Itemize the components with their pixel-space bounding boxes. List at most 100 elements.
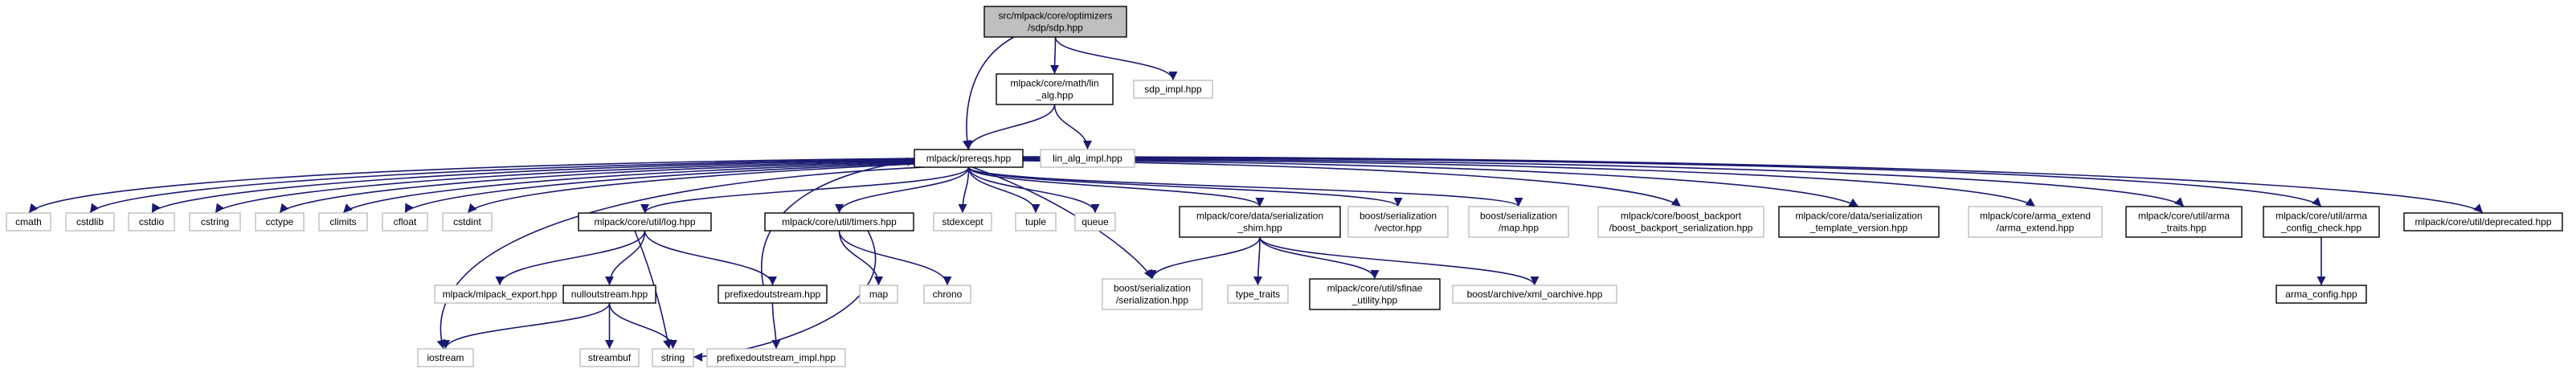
node-cctype: cctype xyxy=(255,212,305,232)
node-stdexcept: stdexcept xyxy=(933,212,992,232)
node-sfinae[interactable]: mlpack/core/util/sfinae_utility.hpp xyxy=(1309,278,1441,310)
node-prereqs[interactable]: mlpack/prereqs.hpp xyxy=(914,149,1024,168)
node-label: arma_config.hpp xyxy=(2285,289,2357,300)
node-box xyxy=(1227,285,1289,304)
node-label: /arma_extend.hpp xyxy=(1997,223,2075,234)
edge-lin_alg-to-prereqs xyxy=(963,104,1056,150)
node-label: _traits.hpp xyxy=(2161,223,2206,234)
node-label: prefixedoutstream_impl.hpp xyxy=(717,352,836,363)
node-label: lin_alg_impl.hpp xyxy=(1053,153,1122,164)
edge-prereqs-to-bs_map xyxy=(967,166,1523,207)
node-climits: climits xyxy=(318,212,368,232)
edge-prereqs-to-cstdlib xyxy=(89,158,915,214)
edge-nullout-to-iostream xyxy=(440,302,611,350)
node-box xyxy=(6,212,51,232)
node-bs-vector: boost/serialization/vector.hpp xyxy=(1347,206,1449,238)
edge-prereqs-to-arma_traits xyxy=(1022,158,2185,207)
node-sdp-impl: sdp_impl.hpp xyxy=(1133,80,1213,99)
edge-prereqs-to-tmpl_version xyxy=(1022,159,1859,207)
node-log[interactable]: mlpack/core/util/log.hpp xyxy=(578,212,712,232)
node-lin-alg-impl: lin_alg_impl.hpp xyxy=(1040,149,1135,168)
node-lin-alg[interactable]: mlpack/core/math/lin_alg.hpp xyxy=(996,73,1114,105)
node-label: mlpack/core/util/arma xyxy=(2138,211,2230,222)
node-label: cfloat xyxy=(394,216,417,227)
node-box xyxy=(933,212,992,232)
node-box xyxy=(442,212,493,232)
node-shim[interactable]: mlpack/core/data/serialization_shim.hpp xyxy=(1179,206,1341,238)
edge-prereqs-to-climits xyxy=(342,162,915,214)
edge-shim-to-bs_serialization xyxy=(1147,236,1261,280)
node-box xyxy=(983,6,1127,38)
edge-lin_alg-to-lin_alg_impl xyxy=(1053,104,1093,150)
node-label: cctype xyxy=(266,216,294,227)
edge-prereqs-to-shim xyxy=(967,166,1265,207)
node-arma-config[interactable]: arma_config.hpp xyxy=(2275,285,2367,304)
node-deprecated[interactable]: mlpack/core/util/deprecated.hpp xyxy=(2403,212,2563,232)
node-box xyxy=(1468,206,1569,238)
node-label: cstdio xyxy=(139,216,165,227)
node-box xyxy=(1597,206,1764,238)
node-label: climits xyxy=(329,216,356,227)
node-box xyxy=(1179,206,1341,238)
edge-timers-to-chrono xyxy=(838,230,952,286)
edge-layer xyxy=(28,36,2484,362)
node-prefixed[interactable]: prefixedoutstream.hpp xyxy=(718,285,828,304)
node-timers[interactable]: mlpack/core/util/timers.hpp xyxy=(764,212,914,232)
node-label: queue xyxy=(1082,216,1109,227)
node-label: mlpack/core/boost_backport xyxy=(1621,211,1742,222)
node-label: boost/archive/xml_oarchive.hpp xyxy=(1467,289,1603,300)
node-string: string xyxy=(652,348,694,367)
node-box xyxy=(1040,149,1135,168)
node-box xyxy=(718,285,828,304)
node-label: boost/serialization xyxy=(1114,283,1191,294)
node-xml-oarchive: boost/archive/xml_oarchive.hpp xyxy=(1452,285,1617,304)
node-cstdio: cstdio xyxy=(128,212,175,232)
edge-log-to-mlpack_export xyxy=(495,230,646,286)
node-label: _utility.hpp xyxy=(1351,295,1398,306)
edge-prereqs-to-cstdio xyxy=(151,159,915,214)
node-label: _shim.hpp xyxy=(1237,223,1282,234)
edge-prereqs-to-iostream xyxy=(436,166,925,350)
node-label: mlpack/core/util/sfinae xyxy=(1327,283,1423,294)
node-box xyxy=(1015,212,1057,232)
edge-prereqs-to-cstdint xyxy=(467,163,915,214)
node-queue: queue xyxy=(1074,212,1116,232)
node-tmpl-version[interactable]: mlpack/core/data/serialization_template_… xyxy=(1778,206,1940,238)
node-label: sdp_impl.hpp xyxy=(1144,84,1202,95)
node-label: /boost_backport_serialization.hpp xyxy=(1609,223,1753,234)
node-label: mlpack/mlpack_export.hpp xyxy=(443,289,558,300)
node-box xyxy=(255,212,305,232)
node-label: _config_check.hpp xyxy=(2280,223,2361,234)
edge-prereqs-to-cstring xyxy=(215,160,915,214)
node-box xyxy=(1133,80,1213,99)
node-nullout[interactable]: nulloutstream.hpp xyxy=(562,285,656,304)
node-box xyxy=(579,348,640,367)
node-box xyxy=(996,73,1114,105)
node-box xyxy=(1452,285,1617,304)
node-arma-cfg-check[interactable]: mlpack/core/util/arma_config_check.hpp xyxy=(2263,206,2380,238)
node-arma-traits[interactable]: mlpack/core/util/arma_traits.hpp xyxy=(2125,206,2243,238)
edge-prereqs-to-stdexcept xyxy=(958,166,970,214)
node-box xyxy=(923,285,971,304)
edge-prereqs-to-tuple xyxy=(967,166,1041,214)
node-sdp[interactable]: src/mlpack/core/optimizers/sdp/sdp.hpp xyxy=(983,6,1127,38)
node-box xyxy=(1347,206,1449,238)
edge-sdp-to-lin_alg xyxy=(1049,36,1060,75)
node-label: string xyxy=(661,352,685,363)
edge-prereqs-to-cctype xyxy=(279,161,915,214)
node-box xyxy=(318,212,368,232)
node-cstring: cstring xyxy=(189,212,241,232)
node-label: tuple xyxy=(1025,216,1046,227)
node-box xyxy=(764,212,914,232)
node-box xyxy=(562,285,656,304)
node-label: mlpack/core/data/serialization xyxy=(1795,211,1922,222)
node-label: src/mlpack/core/optimizers xyxy=(998,10,1112,22)
node-chrono: chrono xyxy=(923,285,971,304)
edge-prereqs-to-cfloat xyxy=(404,162,915,214)
node-box xyxy=(1309,278,1441,310)
node-box xyxy=(652,348,694,367)
node-box xyxy=(382,212,428,232)
node-box xyxy=(1968,206,2103,238)
node-label: cstdint xyxy=(453,216,481,227)
